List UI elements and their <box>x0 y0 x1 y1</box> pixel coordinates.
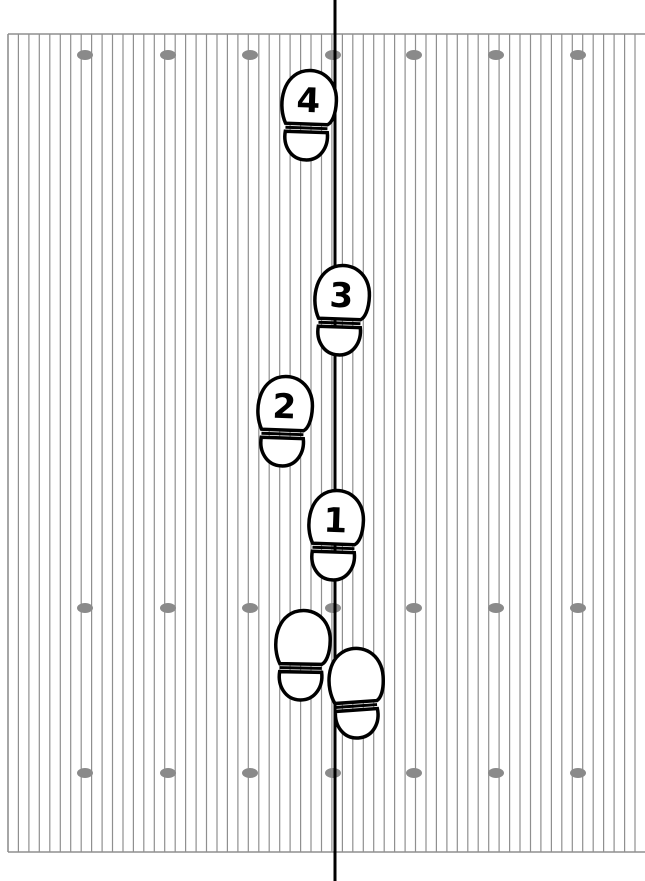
heel-gap <box>280 668 322 669</box>
joist-peg <box>325 50 341 60</box>
joist-peg <box>77 603 93 613</box>
joist-peg <box>570 768 586 778</box>
heel-gap <box>285 127 327 128</box>
heel-gap <box>318 322 360 323</box>
step-number: 4 <box>296 81 321 122</box>
step-number: 2 <box>272 387 297 428</box>
joist-peg <box>406 50 422 60</box>
joist-peg <box>160 50 176 60</box>
joist-peg <box>488 768 504 778</box>
joist-peg <box>242 603 258 613</box>
joist-peg <box>488 50 504 60</box>
joist-peg <box>160 768 176 778</box>
joist-peg <box>325 768 341 778</box>
joist-peg <box>406 768 422 778</box>
joist-peg <box>406 603 422 613</box>
joist-peg <box>160 603 176 613</box>
joist-peg <box>77 768 93 778</box>
joist-peg <box>570 50 586 60</box>
joist-peg <box>242 768 258 778</box>
joist-peg <box>77 50 93 60</box>
joist-peg <box>325 603 341 613</box>
step-number: 1 <box>323 501 348 542</box>
heel-gap <box>261 433 303 434</box>
heel-gap <box>312 547 354 548</box>
step-number: 3 <box>329 276 354 317</box>
joist-peg <box>488 603 504 613</box>
sole-front <box>275 610 330 664</box>
joist-peg <box>570 603 586 613</box>
joist-peg <box>242 50 258 60</box>
